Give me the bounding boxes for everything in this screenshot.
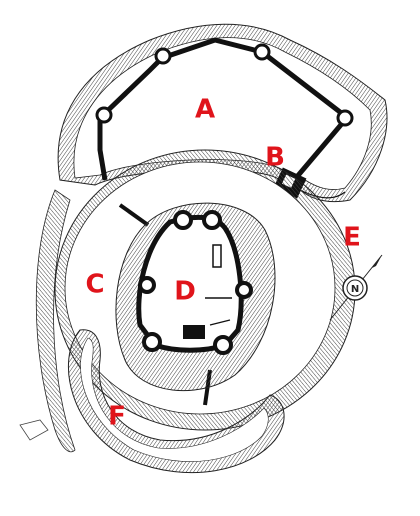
north-arrow-icon: N: [329, 254, 383, 321]
lower-earthwork: [67, 329, 285, 474]
left-slope: [19, 189, 76, 453]
zone-labels: A B C D E F: [85, 95, 360, 432]
inner-keep: [136, 210, 253, 355]
label-a: A: [195, 95, 215, 125]
label-b: B: [265, 143, 285, 173]
compass-glyph: N: [351, 284, 359, 295]
label-e: E: [343, 223, 361, 253]
outer-bailey-wall: [95, 37, 354, 187]
label-d: D: [174, 277, 196, 307]
label-f: F: [108, 402, 126, 432]
label-c: C: [85, 270, 104, 300]
